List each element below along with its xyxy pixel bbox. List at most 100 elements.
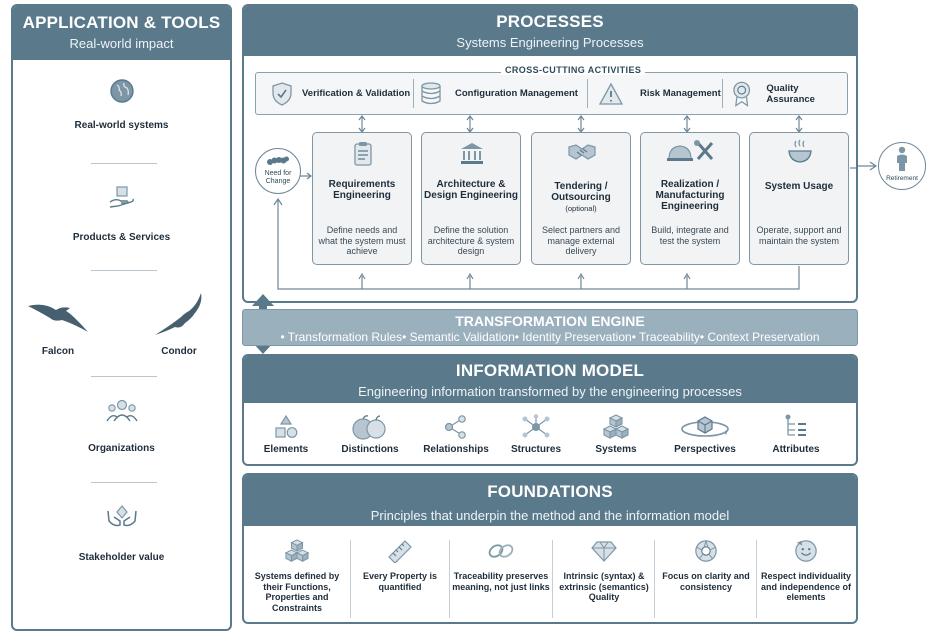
process-tendering-optional: (optional) [565,204,597,213]
im-item-relationships: Relationships [411,414,501,455]
clipboard-icon [354,142,372,166]
im-item-systems: Systems [571,414,661,455]
divider [756,540,757,618]
divider [413,79,414,108]
processes-header: PROCESSES Systems Engineering Processes [244,6,856,56]
cc-verification: Verification & Validation [270,73,410,114]
application-tools-panel: APPLICATION & TOOLS Real-world impact Re… [11,4,232,631]
app-item-real-world: Real-world systems [13,78,230,131]
process-realization: Realization / Manufacturing Engineering … [640,132,740,265]
process-architecture-title: Architecture & Design Engineering [424,179,518,201]
warning-icon [598,82,624,105]
hand-box-icon [109,186,134,208]
app-label-falcon: Falcon [41,346,75,357]
process-requirements-title: Requirements Engineering [328,179,396,201]
app-label-organizations: Organizations [88,443,155,454]
im-item-structures: Structures [491,414,581,455]
application-subtitle: Real-world impact [69,36,174,51]
hardhat-tools-icon [667,140,714,161]
tree-list-icon [785,414,806,436]
information-model-title: INFORMATION MODEL [455,361,645,380]
divider [91,163,157,164]
transformation-engine-bar: TRANSFORMATION ENGINE • Transformation R… [242,309,858,346]
foundation-item-traceability: Traceability preserves meaning, not just… [451,539,551,592]
processes-panel: PROCESSES Systems Engineering Processes [242,4,858,303]
foundations-title: FOUNDATIONS [487,482,613,501]
process-tendering-title-text: Tendering / Outsourcing [551,181,611,203]
cc-configuration: Configuration Management [419,73,578,114]
im-label-relationships: Relationships [423,444,489,455]
building-icon [461,143,483,164]
divider [91,270,157,271]
app-item-condor: Condor [141,291,217,357]
divider [91,482,157,483]
foundations-subtitle: Principles that underpin the method and … [370,508,730,523]
foundation-item-quality: Intrinsic (syntax) & extrinsic (semantic… [554,539,654,603]
foundation-label-traceability: Traceability preserves meaning, not just… [452,571,550,592]
retirement-arrow [858,161,878,171]
need-for-change-node: Need for Change [255,148,301,194]
ruler-icon [388,540,412,563]
handshake-icon [568,144,596,160]
cubes-icon [284,539,310,562]
foundation-label-systems: Systems defined by their Functions, Prop… [254,571,340,613]
process-usage-desc: Operate, support and maintain the system [756,225,842,246]
process-usage: System Usage Operate, support and mainta… [749,132,849,265]
links-icon [488,544,514,558]
im-item-elements: Elements [244,414,331,455]
cross-cutting-title: CROSS-CUTTING ACTIVITIES [501,65,646,75]
divider [552,540,553,618]
app-label-stakeholder: Stakeholder value [78,552,165,563]
im-item-distinctions: Distinctions [325,414,415,455]
im-label-systems: Systems [595,444,637,455]
orbit-icon [681,416,729,437]
shapes-icon [275,414,298,438]
divider [654,540,655,618]
globe-icon [109,79,134,103]
diamond-icon [591,541,617,562]
im-label-attributes: Attributes [772,444,820,455]
falcon-icon [28,304,88,332]
process-tendering-title: Tendering / Outsourcing (optional) [534,181,628,214]
process-realization-title: Realization / Manufacturing Engineering [655,179,725,212]
divider [587,79,588,108]
process-tendering-desc: Select partners and manage external deli… [541,225,621,256]
divider [449,540,450,618]
caterpillar-icon [267,156,289,165]
condor-icon [155,293,202,335]
process-connectors [273,115,856,290]
database-icon [421,81,441,104]
nodes-icon [444,415,466,439]
shield-check-icon [272,81,292,106]
im-label-perspectives: Perspectives [674,444,736,455]
application-header: APPLICATION & TOOLS Real-world impact [13,6,230,60]
app-label-products: Products & Services [72,232,171,243]
app-item-products: Products & Services [13,186,230,243]
need-for-change-label: Need for Change [264,170,292,185]
process-tendering: Tendering / Outsourcing (optional) Selec… [531,132,631,265]
divider [91,376,157,377]
foundation-item-systems: Systems defined by their Functions, Prop… [247,539,347,613]
processes-title: PROCESSES [496,12,604,31]
hands-diamond-icon [106,505,137,527]
foundation-label-quality: Intrinsic (syntax) & extrinsic (semantic… [559,571,649,602]
process-realization-desc: Build, integrate and test the system [651,225,729,246]
person-icon [897,146,907,171]
foundation-item-property: Every Property is quantified [350,539,450,592]
app-item-falcon: Falcon [25,296,91,357]
im-label-structures: Structures [510,444,561,455]
smile-badge-icon [795,540,817,562]
bowl-icon [788,139,812,163]
transformation-title: TRANSFORMATION ENGINE [455,313,645,329]
foundation-label-individuality: Respect individuality and independence o… [760,571,852,602]
app-label-condor: Condor [161,346,197,357]
cc-risk: Risk Management [598,73,721,114]
app-label-real-world: Real-world systems [74,120,169,131]
information-model-header: INFORMATION MODEL Engineering informatio… [244,356,856,403]
foundation-label-clarity: Focus on clarity and consistency [662,571,750,592]
im-item-perspectives: Perspectives [660,414,750,455]
im-item-attributes: Attributes [751,414,841,455]
application-title: APPLICATION & TOOLS [22,13,221,32]
fruits-icon [352,415,386,440]
im-label-elements: Elements [263,444,309,455]
